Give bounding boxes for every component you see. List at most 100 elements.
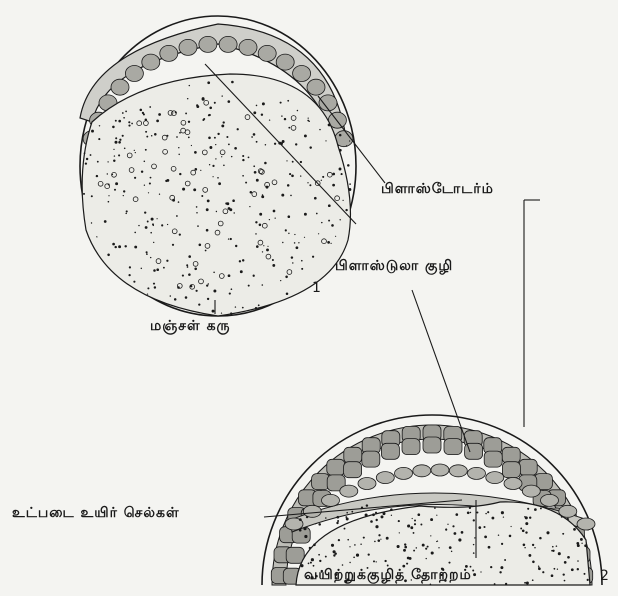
yolk-granule [285, 229, 287, 231]
blastoderm-cell [276, 54, 294, 70]
yolk-granule [239, 260, 241, 262]
yolk-granule [166, 260, 168, 262]
yolk-granule [147, 287, 149, 289]
yolk-granule [386, 537, 389, 540]
yolk-granule [229, 208, 232, 211]
yolk-granule [104, 220, 107, 223]
label-endoderm-cells: உட்படை உயிர் செல்கள் [12, 505, 180, 523]
yolk-granule [525, 522, 528, 525]
yolk-granule [509, 535, 512, 538]
yolk-granule [347, 539, 349, 541]
yolk-granule [349, 183, 351, 185]
yolk-granule [288, 215, 291, 218]
yolk-granule [339, 219, 340, 220]
yolk-granule [473, 573, 476, 576]
outer-layer-cell [519, 459, 537, 475]
yolk-granule [261, 113, 263, 115]
yolk-granule [483, 526, 485, 528]
yolk-granule [213, 290, 216, 293]
yolk-granule [235, 306, 236, 307]
yolk-granule [417, 513, 420, 516]
yolk-granule [273, 210, 276, 213]
yolk-granule [349, 562, 350, 563]
yolk-granule [297, 110, 299, 112]
yolk-granule [584, 544, 587, 547]
yolk-granule [360, 543, 361, 544]
yolk-granule [308, 120, 310, 122]
yolk-granule [313, 544, 316, 547]
inner-layer-cell [358, 478, 376, 490]
yolk-granule [138, 225, 139, 226]
yolk-granule [294, 234, 295, 235]
yolk-granule [182, 188, 185, 191]
yolk-granule [223, 165, 225, 167]
yolk-granule [212, 165, 214, 167]
yolk-granule [254, 171, 257, 174]
yolk-granule [114, 155, 115, 156]
yolk-granule [214, 102, 216, 104]
yolk-granule [107, 161, 108, 162]
yolk-granule [145, 131, 147, 133]
yolk-granule [503, 516, 504, 517]
yolk-granule [208, 137, 211, 140]
yolk-granule [107, 173, 108, 174]
yolk-granule [580, 538, 583, 541]
yolk-granule [523, 544, 526, 547]
yolk-granule [490, 566, 492, 568]
yolk-granule [115, 120, 117, 122]
yolk-granule [534, 547, 535, 548]
yolk-granule [123, 117, 125, 119]
yolk-granule [147, 293, 148, 294]
yolk-granule [146, 251, 148, 253]
yolk-granule [253, 133, 256, 136]
yolk-granule [179, 233, 181, 235]
yolk-granule [318, 523, 321, 526]
yolk-granule [564, 561, 567, 564]
yolk-granule [217, 177, 219, 179]
yolk-granule [209, 164, 210, 165]
yolk-granule [205, 250, 207, 252]
yolk-granule [292, 262, 293, 263]
figure-number-1: 1 [312, 280, 321, 296]
yolk-granule [209, 106, 212, 109]
yolk-granule [504, 559, 506, 561]
yolk-granule [407, 524, 410, 527]
yolk-granule [153, 225, 154, 226]
yolk-granule [179, 132, 181, 134]
yolk-granule [346, 145, 347, 146]
yolk-granule [179, 173, 181, 175]
yolk-granule [505, 583, 507, 585]
outer-layer-cell [502, 462, 520, 478]
yolk-granule [427, 546, 429, 548]
yolk-granule [454, 532, 457, 535]
yolk-granule [262, 194, 263, 195]
yolk-granule [331, 544, 334, 547]
yolk-granule [96, 175, 98, 177]
blastoderm-cell [160, 45, 178, 61]
yolk-granule [319, 129, 320, 130]
yolk-granule [231, 156, 232, 157]
yolk-granule [172, 244, 174, 246]
yolk-granule [430, 518, 433, 521]
yolk-granule [240, 270, 243, 273]
yolk-granule [571, 568, 574, 571]
yolk-granule [259, 213, 262, 216]
yolk-granule [256, 245, 259, 248]
yolk-granule [346, 518, 349, 521]
yolk-granule [249, 206, 250, 207]
yolk-granule [140, 109, 143, 112]
yolk-granule [296, 246, 299, 249]
figure-2-gastrula [262, 415, 602, 585]
yolk-granule [115, 182, 118, 185]
outer-layer-cell [423, 437, 441, 453]
yolk-granule [107, 254, 110, 257]
yolk-granule [194, 151, 197, 154]
yolk-granule [233, 212, 234, 213]
yolk-granule [413, 532, 415, 534]
yolk-granule [292, 161, 294, 163]
yolk-granule [538, 565, 539, 566]
yolk-granule [262, 196, 264, 198]
yolk-granule [186, 264, 188, 266]
yolk-granule [178, 147, 179, 148]
yolk-granule [156, 120, 159, 123]
